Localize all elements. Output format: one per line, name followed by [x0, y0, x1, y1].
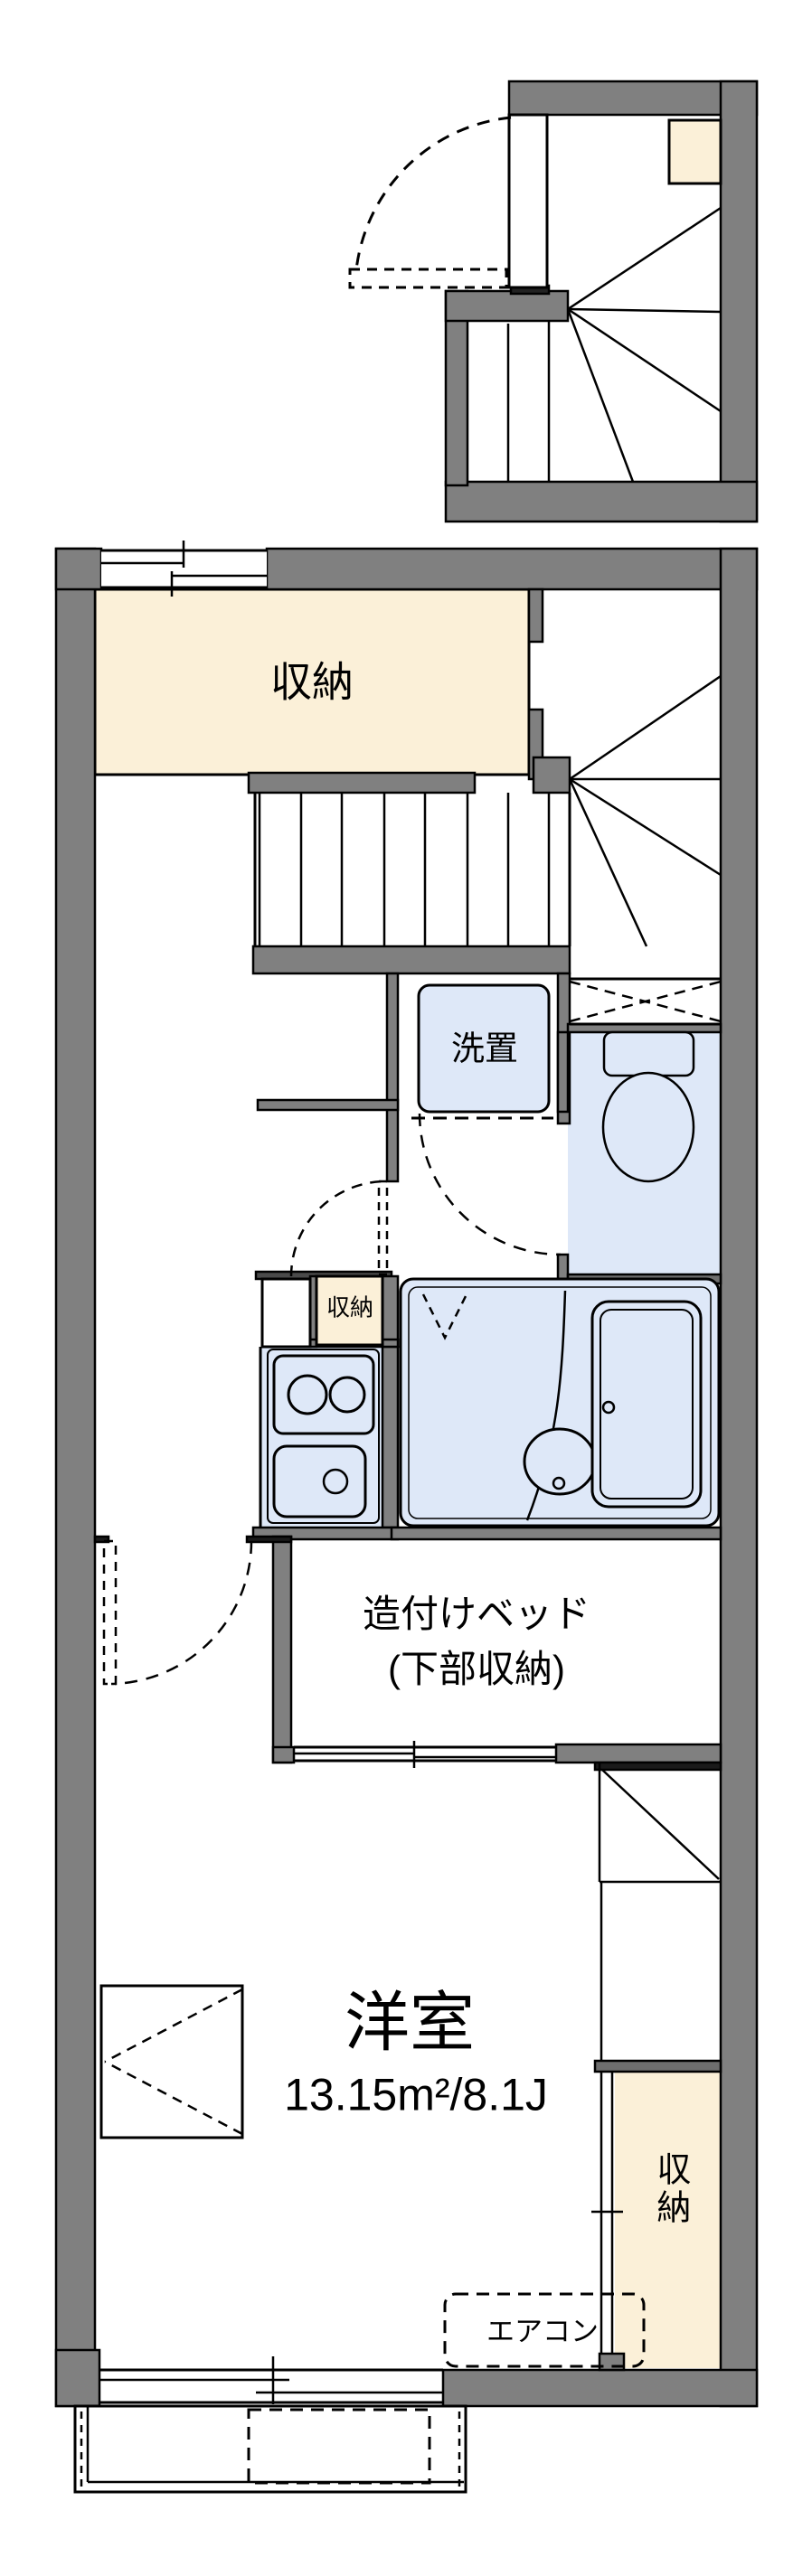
upper-shelf-x [569, 977, 722, 1026]
toilet-door-arc [418, 1113, 562, 1256]
balcony [73, 2404, 467, 2494]
closet [598, 1763, 721, 2061]
bath-divider [525, 1290, 567, 1521]
stove-burner [328, 1376, 366, 1414]
bathroom [399, 1277, 721, 1528]
wall [444, 480, 759, 523]
wall [444, 289, 570, 323]
label-storage-right: 収納 [650, 2151, 689, 2227]
wall [593, 1761, 722, 1772]
label-room-area: 13.15m²/8.1J [284, 2069, 548, 2120]
toilet-bowl [601, 1071, 695, 1183]
label-storage-top: 収納 [270, 658, 354, 706]
wall-top-b [265, 547, 759, 591]
wall [247, 771, 477, 794]
wall [381, 1345, 400, 1529]
wet-area-door [289, 1180, 389, 1277]
label-bed-lower-storage: (下部収納) [388, 1647, 565, 1690]
door-threshold [348, 268, 508, 289]
bath-folding-door [421, 1293, 468, 1340]
wall-bottom-right [441, 2368, 759, 2408]
window-bed [294, 1741, 556, 1768]
label-storage-small: 収納 [326, 1293, 374, 1321]
entrance-winder-stairs [506, 206, 722, 483]
washer-area [411, 983, 553, 1120]
label-built-in-bed: 造付けベッド [362, 1592, 591, 1635]
main-straight-stairs [253, 793, 571, 946]
door-leaf [507, 113, 549, 289]
window-top [101, 541, 267, 597]
tub-drain [601, 1400, 616, 1415]
cabinet-dashed-v [99, 1984, 244, 2139]
wall [527, 588, 544, 644]
storage-right-slider [591, 2072, 623, 2354]
wall-bottom-pier [54, 2348, 101, 2408]
sink-drain [322, 1468, 349, 1495]
wall [381, 1274, 400, 1349]
window-bottom [99, 2356, 443, 2404]
kitchen [259, 1347, 380, 1528]
washer-box [417, 983, 551, 1114]
main-winder-stairs [568, 674, 722, 947]
wall [385, 972, 400, 1183]
label-washer-place: 洗置 [451, 1029, 518, 1067]
wall [390, 1526, 722, 1541]
wall [556, 1030, 570, 1114]
wall [507, 80, 759, 117]
floor-drain [552, 1476, 566, 1490]
balcony-dashed-area [247, 2408, 431, 2485]
toilet-tank [602, 1030, 695, 1077]
entrance-section [348, 80, 759, 523]
label-room-name: 洋室 [344, 1987, 476, 2060]
kitchen-sink [272, 1444, 367, 1518]
wall [251, 945, 571, 975]
wall-right [719, 547, 759, 2408]
storage-right-room [615, 2072, 721, 2368]
bathtub-inner [600, 1309, 694, 1500]
wall [719, 80, 759, 523]
wall-stair-hub [532, 756, 571, 794]
wall [271, 1745, 296, 1764]
wall [93, 1535, 110, 1544]
wall-left [54, 547, 97, 2408]
stove-burner [287, 1374, 328, 1415]
counter-box [260, 1277, 312, 1349]
bathtub [590, 1300, 703, 1509]
main-section [54, 541, 759, 2494]
door-swing-arc [354, 116, 512, 281]
shoe-cabinet [667, 118, 722, 185]
wall [554, 1743, 722, 1764]
wall [271, 1535, 293, 1764]
storage-top-room [93, 588, 531, 776]
wall [245, 1535, 293, 1544]
wall [444, 289, 469, 487]
room-door [102, 1539, 253, 1686]
aircon-box [443, 2292, 646, 2368]
entrance-door [348, 113, 549, 289]
wall [256, 1098, 400, 1112]
wash-stool [523, 1427, 597, 1496]
wall [593, 2059, 722, 2073]
wall-top-a [54, 547, 103, 591]
storage-small-box [315, 1274, 384, 1347]
label-air-conditioner: エアコン [486, 2315, 599, 2347]
toilet [418, 1030, 695, 1256]
